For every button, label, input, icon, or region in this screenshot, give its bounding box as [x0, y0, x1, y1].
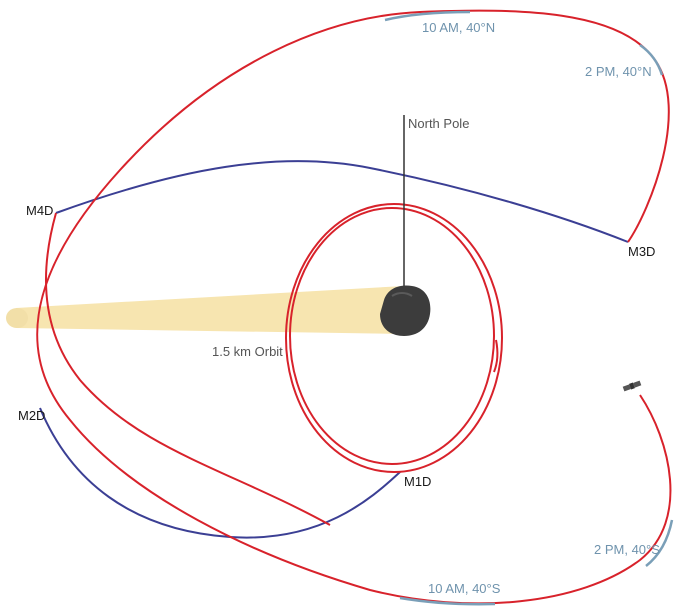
label-m3d: M3D [628, 244, 655, 259]
sun-beam-end [6, 308, 28, 328]
highlight-10am-south [399, 596, 496, 606]
label-orbit: 1.5 km Orbit [212, 344, 283, 359]
label-2pm-north: 2 PM, 40°N [585, 64, 652, 79]
orbit-rings [285, 203, 503, 473]
red-inner-loop [45, 212, 331, 526]
orbit-ring-inner [289, 207, 495, 465]
label-2pm-south: 2 PM, 40°S [594, 542, 660, 557]
label-m2d: M2D [18, 408, 45, 423]
spacecraft-icon [622, 380, 642, 392]
orbit-ring-outer [285, 203, 503, 473]
red-outer-loop [36, 9, 672, 605]
label-m1d: M1D [404, 474, 431, 489]
label-10am-north: 10 AM, 40°N [422, 20, 495, 35]
highlight-2pm-south [645, 519, 674, 567]
orbit-tail [493, 339, 499, 373]
red-trajectory [36, 9, 672, 605]
highlight-10am-north [384, 10, 471, 22]
blue-trajectory [39, 160, 629, 539]
blue-upper-arc [55, 160, 629, 243]
sun-beam [6, 286, 404, 334]
label-m4d: M4D [26, 203, 53, 218]
label-north-pole: North Pole [408, 116, 469, 131]
sun-beam-shape [16, 286, 404, 334]
latitude-highlights [384, 10, 674, 606]
highlight-2pm-north [639, 43, 664, 76]
asteroid-icon [380, 285, 431, 336]
label-10am-south: 10 AM, 40°S [428, 581, 501, 596]
